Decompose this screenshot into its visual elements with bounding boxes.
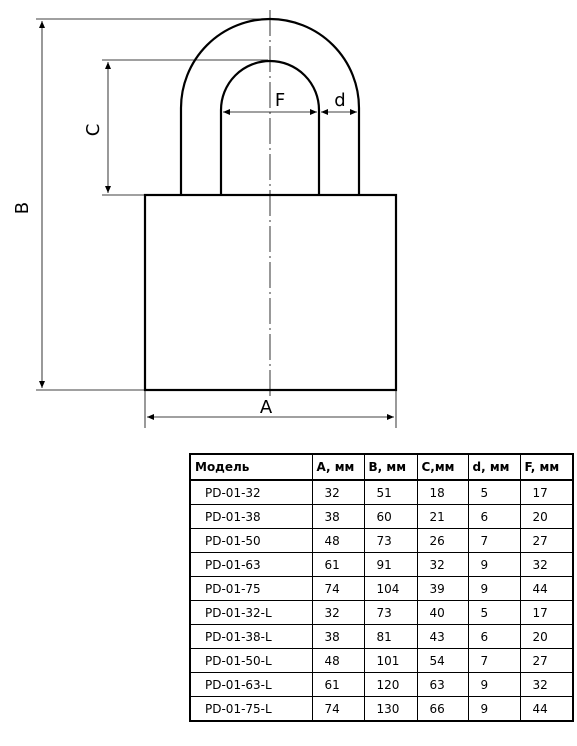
cell-f: 20 xyxy=(519,624,574,649)
cell-model: PD-01-50-L xyxy=(189,648,313,673)
cell-a: 74 xyxy=(311,576,365,601)
cell-d: 7 xyxy=(467,528,521,553)
cell-d: 6 xyxy=(467,504,521,529)
cell-c: 43 xyxy=(416,624,469,649)
cell-c: 26 xyxy=(416,528,469,553)
lock-body xyxy=(143,193,398,392)
table-row: PD-01-38 38 60 21 6 20 xyxy=(189,504,574,529)
header-c: C,мм xyxy=(416,453,469,481)
table-row: PD-01-32-L 32 73 40 5 17 xyxy=(189,600,574,625)
cell-f: 17 xyxy=(519,600,574,625)
cell-d: 6 xyxy=(467,624,521,649)
header-d: d, мм xyxy=(467,453,521,481)
cell-f: 27 xyxy=(519,648,574,673)
cell-f: 44 xyxy=(519,576,574,601)
cell-b: 101 xyxy=(363,648,418,673)
cell-a: 32 xyxy=(311,600,365,625)
cell-d: 9 xyxy=(467,672,521,697)
cell-model: PD-01-38-L xyxy=(189,624,313,649)
cell-c: 18 xyxy=(416,479,469,505)
cell-c: 54 xyxy=(416,648,469,673)
cell-model: PD-01-63-L xyxy=(189,672,313,697)
cell-model: PD-01-32-L xyxy=(189,600,313,625)
cell-a: 61 xyxy=(311,552,365,577)
table-row: PD-01-32 32 51 18 5 17 xyxy=(189,479,574,505)
cell-b: 130 xyxy=(363,696,418,722)
cell-b: 104 xyxy=(363,576,418,601)
cell-b: 73 xyxy=(363,528,418,553)
cell-c: 63 xyxy=(416,672,469,697)
cell-f: 20 xyxy=(519,504,574,529)
table-row: PD-01-50-L 48 101 54 7 27 xyxy=(189,648,574,673)
table-row: PD-01-63-L 61 120 63 9 32 xyxy=(189,672,574,697)
label-d: d xyxy=(334,90,345,111)
cell-model: PD-01-63 xyxy=(189,552,313,577)
cell-f: 32 xyxy=(519,552,574,577)
cell-model: PD-01-50 xyxy=(189,528,313,553)
cell-d: 9 xyxy=(467,576,521,601)
header-a: A, мм xyxy=(311,453,365,481)
cell-b: 73 xyxy=(363,600,418,625)
cell-b: 91 xyxy=(363,552,418,577)
table-row: PD-01-50 48 73 26 7 27 xyxy=(189,528,574,553)
cell-d: 7 xyxy=(467,648,521,673)
cell-a: 61 xyxy=(311,672,365,697)
header-model: Модель xyxy=(189,453,313,481)
cell-f: 17 xyxy=(519,479,574,505)
cell-c: 39 xyxy=(416,576,469,601)
cell-c: 40 xyxy=(416,600,469,625)
cell-a: 32 xyxy=(311,479,365,505)
table-row: PD-01-63 61 91 32 9 32 xyxy=(189,552,574,577)
cell-f: 32 xyxy=(519,672,574,697)
cell-b: 81 xyxy=(363,624,418,649)
cell-model: PD-01-75 xyxy=(189,576,313,601)
label-b: B xyxy=(12,202,33,214)
cell-c: 66 xyxy=(416,696,469,722)
cell-b: 60 xyxy=(363,504,418,529)
cell-a: 48 xyxy=(311,528,365,553)
cell-b: 51 xyxy=(363,479,418,505)
table-row: PD-01-75-L 74 130 66 9 44 xyxy=(189,696,574,722)
table-row: PD-01-75 74 104 39 9 44 xyxy=(189,576,574,601)
table-row: PD-01-38-L 38 81 43 6 20 xyxy=(189,624,574,649)
cell-d: 9 xyxy=(467,696,521,722)
cell-a: 38 xyxy=(311,504,365,529)
label-f: F xyxy=(275,90,285,111)
cell-a: 74 xyxy=(311,696,365,722)
header-f: F, мм xyxy=(519,453,574,481)
cell-d: 5 xyxy=(467,600,521,625)
cell-a: 38 xyxy=(311,624,365,649)
cell-f: 27 xyxy=(519,528,574,553)
cell-model: PD-01-75-L xyxy=(189,696,313,722)
header-b: B, мм xyxy=(363,453,418,481)
cell-c: 32 xyxy=(416,552,469,577)
cell-d: 5 xyxy=(467,479,521,505)
cell-d: 9 xyxy=(467,552,521,577)
padlock-dimension-drawing: B C A F d xyxy=(12,10,398,428)
label-a: A xyxy=(260,397,273,418)
cell-b: 120 xyxy=(363,672,418,697)
cell-model: PD-01-38 xyxy=(189,504,313,529)
label-c: C xyxy=(83,124,104,137)
table-header-row: Модель A, мм B, мм C,мм d, мм F, мм xyxy=(189,453,574,481)
cell-model: PD-01-32 xyxy=(189,479,313,505)
cell-f: 44 xyxy=(519,696,574,722)
cell-a: 48 xyxy=(311,648,365,673)
specifications-table: Модель A, мм B, мм C,мм d, мм F, мм PD-0… xyxy=(189,453,574,722)
cell-c: 21 xyxy=(416,504,469,529)
